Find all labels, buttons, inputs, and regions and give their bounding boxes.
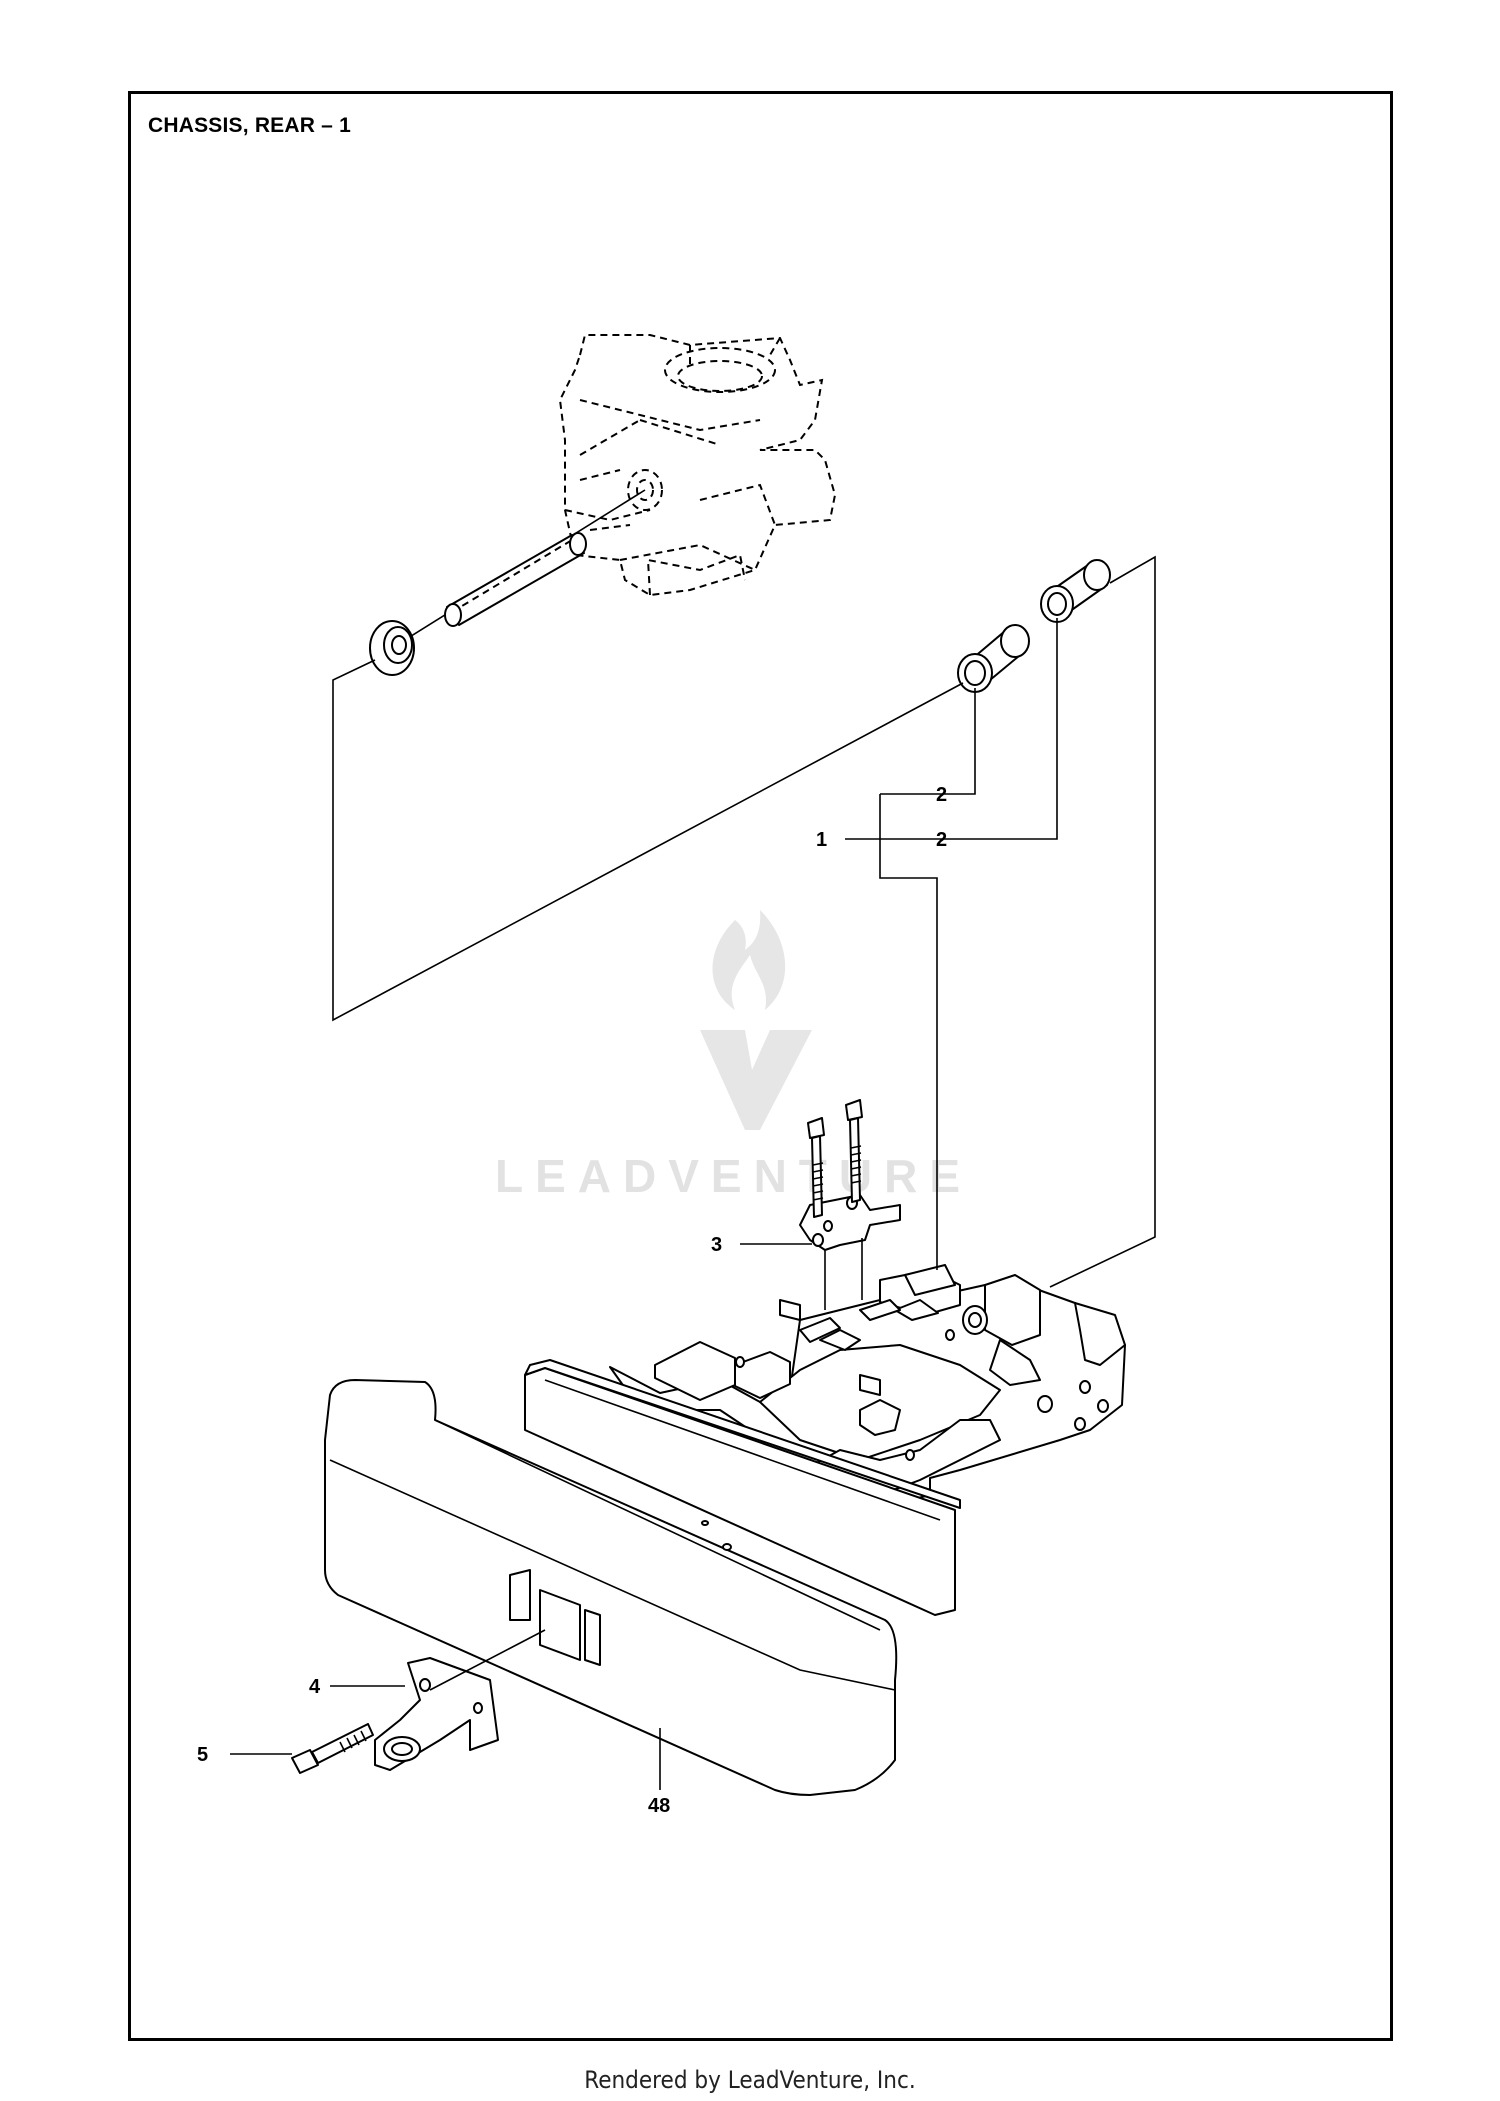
callout-5: 5 — [197, 1744, 208, 1766]
callout-4: 4 — [309, 1676, 321, 1698]
axle-seal-ring — [369, 620, 415, 676]
latch-bolt-right — [845, 1099, 863, 1203]
hitch-plate — [374, 1657, 499, 1771]
bushing-right — [1040, 559, 1111, 623]
bumper-weight — [324, 1379, 898, 1796]
callouts: 1 2 2 3 4 5 48 — [197, 784, 947, 1817]
footer-credit: Rendered by LeadVenture, Inc. — [584, 2066, 916, 2094]
callout-3: 3 — [711, 1234, 722, 1256]
rear-chassis-plate — [609, 1264, 1126, 1501]
latch-bolt-left — [807, 1117, 825, 1218]
bumper-mounting-plate — [524, 1359, 961, 1616]
callout-1: 1 — [816, 829, 827, 851]
diagram-title: CHASSIS, REAR – 1 — [148, 114, 351, 137]
assembly-lines — [332, 555, 1156, 1288]
watermark: LEADVENTURE — [495, 910, 972, 1202]
hitch-bolt — [291, 1723, 374, 1774]
flame-logo-icon — [700, 910, 812, 1130]
axle-shaft — [407, 489, 646, 639]
transaxle-housing-ghost — [558, 334, 837, 597]
leader-lines — [230, 618, 1058, 1790]
bushing-left — [957, 624, 1030, 693]
callout-2-upper: 2 — [936, 784, 947, 806]
callout-48: 48 — [648, 1795, 670, 1817]
diagram-frame — [128, 91, 1393, 2041]
callout-2-lower: 2 — [936, 829, 947, 851]
watermark-text: LEADVENTURE — [495, 1150, 972, 1202]
